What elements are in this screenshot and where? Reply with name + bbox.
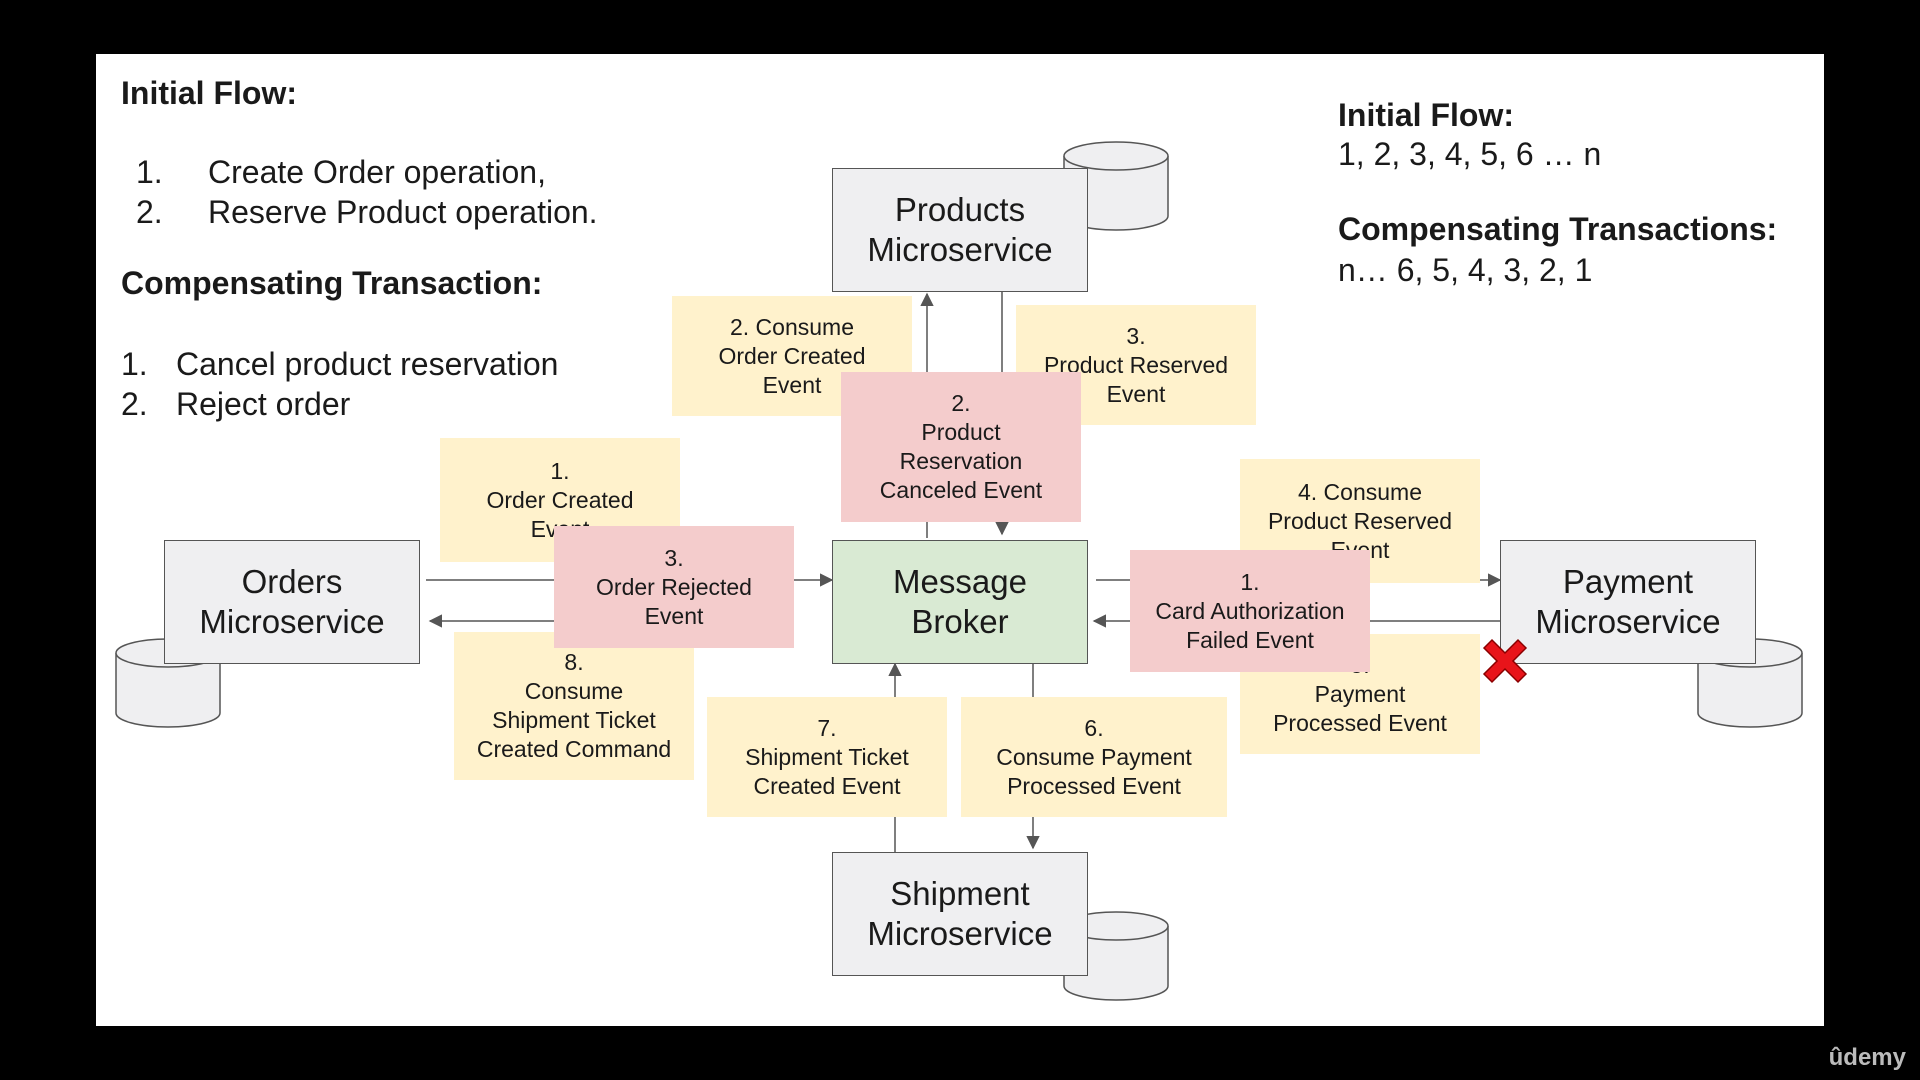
note-consume-shipment-ticket: 8. Consume Shipment Ticket Created Comma… <box>454 632 694 780</box>
left-compensating-list: 1.Cancel product reservation 2.Reject or… <box>121 344 558 424</box>
orders-microservice: Orders Microservice <box>164 540 420 664</box>
left-initial-flow-title: Initial Flow: <box>121 75 297 111</box>
udemy-watermark: ûdemy <box>1828 1044 1906 1071</box>
note-product-reservation-canceled: 2. Product Reservation Canceled Event <box>841 372 1081 522</box>
note-consume-payment-processed: 6. Consume Payment Processed Event <box>961 697 1227 817</box>
list-item: 1.Cancel product reservation <box>121 346 559 382</box>
database-icon <box>1063 911 1169 1001</box>
payment-microservice: Payment Microservice <box>1500 540 1756 664</box>
list-item: 2.Reject order <box>121 386 351 422</box>
message-broker: Message Broker <box>832 540 1088 664</box>
list-item: 2.Reserve Product operation. <box>136 194 598 230</box>
failure-x-icon <box>1482 638 1528 684</box>
note-order-rejected: 3. Order Rejected Event <box>554 526 794 648</box>
right-compensating-title: Compensating Transactions: <box>1338 211 1778 247</box>
left-compensating-title: Compensating Transaction: <box>121 265 543 301</box>
left-initial-flow-list: 1.Create Order operation, 2.Reserve Prod… <box>136 152 598 232</box>
slide: Products Microservice Orders Microservic… <box>96 54 1824 1026</box>
database-icon <box>1063 141 1169 231</box>
shipment-microservice: Shipment Microservice <box>832 852 1088 976</box>
note-shipment-ticket-created: 7. Shipment Ticket Created Event <box>707 697 947 817</box>
list-item: 1.Create Order operation, <box>136 154 546 190</box>
right-initial-flow-title: Initial Flow: <box>1338 97 1514 133</box>
products-microservice: Products Microservice <box>832 168 1088 292</box>
right-initial-flow-sequence: 1, 2, 3, 4, 5, 6 … n <box>1338 136 1602 172</box>
right-compensating-sequence: n… 6, 5, 4, 3, 2, 1 <box>1338 252 1593 288</box>
note-card-authorization-failed: 1. Card Authorization Failed Event <box>1130 550 1370 672</box>
